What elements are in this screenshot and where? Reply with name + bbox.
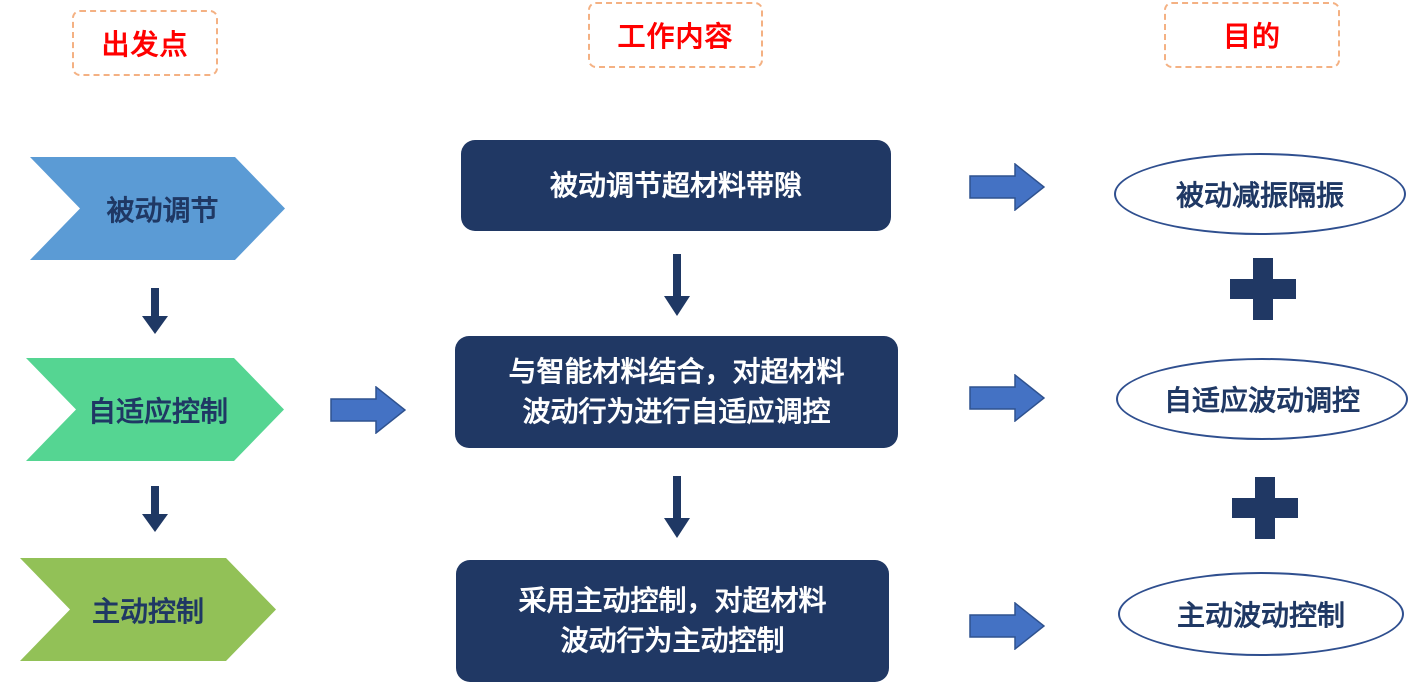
goal-label-adaptive: 自适应波动调控	[1163, 384, 1360, 417]
work-box-adaptive: 与智能材料结合，对超材料 波动行为进行自适应调控	[455, 336, 898, 448]
chevron-active: 主动控制	[20, 558, 276, 661]
chevron-adaptive: 自适应控制	[26, 358, 284, 461]
right-arrow-work-to-goal-2	[969, 374, 1045, 422]
work-box-active-line2: 波动行为主动控制	[560, 624, 785, 657]
work-box-passive-line1: 被动调节超材料带隙	[549, 168, 802, 202]
chevron-passive: 被动调节	[30, 157, 285, 260]
header-start-label: 出发点	[101, 28, 189, 61]
chevron-shape-adaptive	[26, 358, 284, 461]
header-work-label: 工作内容	[617, 20, 734, 53]
work-box-adaptive-line1: 与智能材料结合，对超材料	[508, 355, 845, 388]
plus-icon-2	[1232, 477, 1298, 539]
header-work: 工作内容	[588, 2, 763, 68]
goal-label-active: 主动波动控制	[1176, 599, 1345, 632]
down-arrow-left-2	[142, 486, 168, 532]
goal-oval-adaptive: 自适应波动调控	[1116, 358, 1408, 440]
goal-oval-passive: 被动减振隔振	[1114, 153, 1406, 235]
chevron-label-adaptive: 自适应控制	[87, 394, 228, 428]
chevron-shape-passive	[30, 157, 285, 260]
goal-oval-active: 主动波动控制	[1118, 572, 1404, 656]
header-start: 出发点	[72, 10, 218, 76]
chevron-label-passive: 被动调节	[106, 193, 219, 227]
down-arrow-middle-1	[664, 254, 690, 316]
right-arrow-work-to-goal-1	[969, 163, 1045, 211]
down-arrow-left-1	[142, 288, 168, 334]
plus-icon-1	[1230, 258, 1296, 320]
goal-label-passive: 被动减振隔振	[1175, 179, 1344, 212]
work-box-active: 采用主动控制，对超材料 波动行为主动控制	[456, 560, 889, 682]
work-box-passive: 被动调节超材料带隙	[461, 140, 891, 231]
work-box-active-line1: 采用主动控制，对超材料	[518, 584, 827, 617]
down-arrow-middle-2	[664, 476, 690, 538]
header-goal: 目的	[1164, 2, 1340, 68]
header-goal-label: 目的	[1222, 20, 1281, 53]
right-arrow-work-to-goal-3	[969, 602, 1045, 650]
chevron-label-active: 主动控制	[91, 594, 204, 628]
chevron-shape-active	[20, 558, 276, 661]
right-arrow-adaptive-to-work	[330, 386, 406, 434]
work-box-adaptive-line2: 波动行为进行自适应调控	[522, 395, 831, 428]
